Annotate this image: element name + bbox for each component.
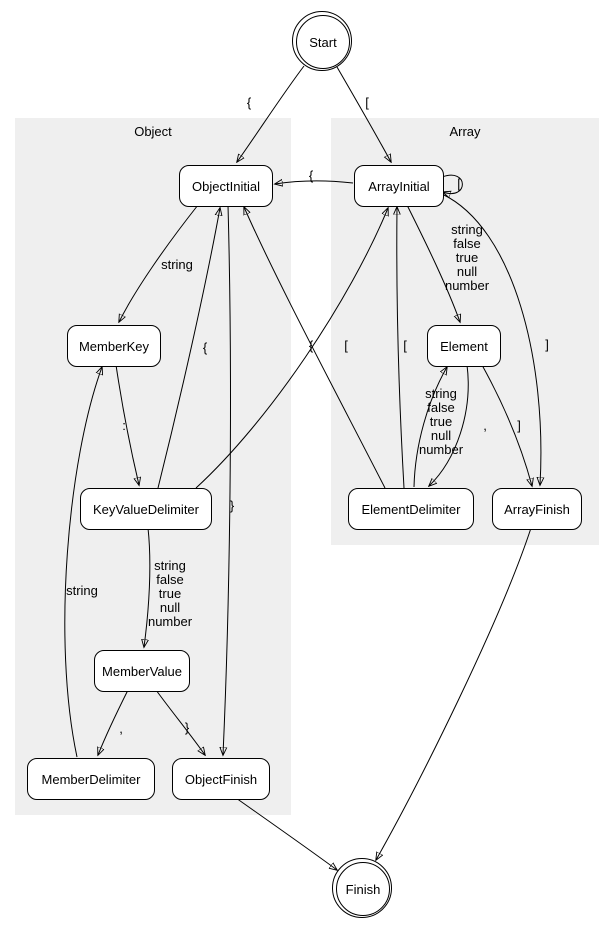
edge-label-elementdelimiter-to-arrayinitial: [ — [403, 338, 407, 353]
state-finish-label: Finish — [336, 862, 390, 916]
edge-start-to-objectinitial — [237, 65, 305, 162]
edge-label-element-to-arrayfinish: ] — [517, 418, 521, 433]
edge-element-to-elementdelimiter — [429, 364, 469, 486]
state-objectinitial: ObjectInitial — [179, 165, 273, 207]
cluster-object: Object — [15, 118, 291, 815]
edge-arrayinitial-self-loop — [442, 174, 463, 193]
state-start: Start — [292, 11, 352, 71]
state-start-label: Start — [296, 15, 350, 69]
edge-label-element-to-elementdelimiter: , — [483, 418, 487, 433]
edge-objectfinish-to-finish — [235, 797, 337, 870]
state-elementdelimiter: ElementDelimiter — [348, 488, 474, 530]
edge-label-arrayinitial-to-element: string false true null number — [444, 222, 490, 293]
state-arrayfinish: ArrayFinish — [492, 488, 582, 530]
edge-label-objectinitial-to-memberkey: string — [161, 257, 193, 272]
edge-arrayinitial-to-arrayfinish — [441, 193, 541, 485]
edge-keyvaluedelimiter-to-objectinitial — [157, 208, 220, 489]
edge-label-keyvaluedelimiter-to-arrayinitial: [ — [344, 338, 348, 353]
edge-label-elementdelimiter-to-element: string false true null number — [418, 386, 464, 457]
edge-objectinitial-to-objectfinish — [223, 204, 231, 755]
edge-element-to-arrayfinish — [481, 364, 532, 486]
edge-label-arrayinitial-self-loop: [ — [457, 176, 461, 191]
edge-label-arrayinitial-to-objectinitial: { — [308, 168, 314, 183]
cluster-object-label: Object — [134, 124, 172, 139]
edge-keyvaluedelimiter-to-membervalue — [144, 527, 151, 647]
edge-label-start-to-objectinitial: { — [246, 95, 252, 110]
edge-label-start-to-arrayinitial: [ — [365, 95, 369, 110]
state-arrayinitial: ArrayInitial — [354, 165, 444, 207]
edge-label-keyvaluedelimiter-to-objectinitial: { — [202, 340, 208, 355]
edge-label-memberdelimiter-to-memberkey: string — [66, 583, 98, 598]
edge-memberkey-to-keyvaluedelimiter — [115, 364, 139, 485]
edge-label-membervalue-to-objectfinish: } — [184, 720, 190, 735]
edge-arrayfinish-to-finish — [376, 527, 532, 860]
edge-arrayinitial-to-element — [406, 204, 460, 322]
edge-label-membervalue-to-memberdelimiter: , — [119, 721, 123, 736]
state-keyvaluedelimiter: KeyValueDelimiter — [80, 488, 212, 530]
edge-label-memberkey-to-keyvaluedelimiter: : — [122, 418, 126, 433]
edge-keyvaluedelimiter-to-arrayinitial — [195, 208, 388, 489]
edge-arrayinitial-to-objectinitial — [275, 181, 354, 184]
edge-label-arrayinitial-to-arrayfinish: ] — [545, 337, 549, 352]
cluster-array-label: Array — [449, 124, 481, 139]
state-memberdelimiter: MemberDelimiter — [27, 758, 155, 800]
state-element: Element — [427, 325, 501, 367]
edge-elementdelimiter-to-arrayinitial — [397, 207, 405, 489]
state-finish: Finish — [332, 858, 392, 918]
edge-label-elementdelimiter-to-objectinitial: { — [308, 338, 314, 353]
state-membervalue: MemberValue — [94, 650, 190, 692]
edge-objectinitial-to-memberkey — [119, 204, 199, 322]
edge-memberdelimiter-to-memberkey — [64, 367, 102, 758]
state-objectfinish: ObjectFinish — [172, 758, 270, 800]
edge-label-objectinitial-to-objectfinish: } — [229, 498, 235, 513]
edge-start-to-arrayinitial — [336, 66, 391, 162]
edge-membervalue-to-objectfinish — [155, 689, 205, 755]
edge-elementdelimiter-to-objectinitial — [244, 207, 386, 489]
edge-label-keyvaluedelimiter-to-membervalue: string false true null number — [147, 558, 193, 629]
state-memberkey: MemberKey — [67, 325, 161, 367]
edge-elementdelimiter-to-element — [413, 367, 447, 488]
edge-membervalue-to-memberdelimiter — [98, 689, 129, 755]
